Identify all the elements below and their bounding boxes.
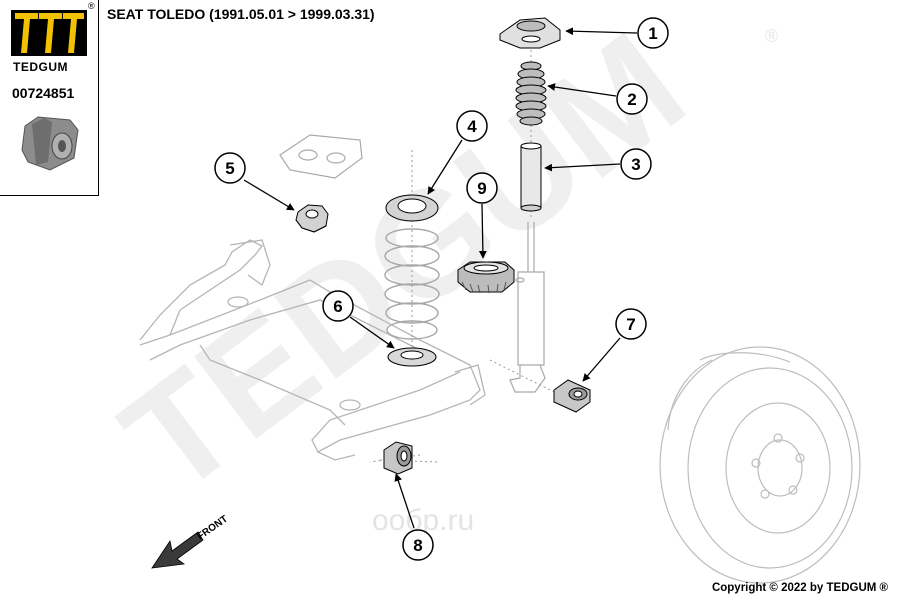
part-shock-bushing <box>553 379 591 413</box>
axle-beam <box>139 239 486 461</box>
wheel <box>659 346 861 584</box>
callout-7: 7 <box>615 308 647 340</box>
leader-lines <box>243 27 638 529</box>
part-strut-bearing <box>457 261 515 294</box>
callouts: 1 2 3 4 5 6 7 8 <box>214 17 669 561</box>
leader-1 <box>565 27 638 36</box>
leader-9 <box>478 203 487 259</box>
part-lower-spring-seat <box>387 347 437 367</box>
callout-3: 3 <box>620 148 652 180</box>
part-hex-nut <box>295 204 329 233</box>
callout-9-number: 9 <box>477 179 486 198</box>
callout-6-number: 6 <box>333 297 342 316</box>
copyright-notice: Copyright © 2022 by TEDGUM ® <box>711 582 888 594</box>
callout-3-number: 3 <box>631 155 640 174</box>
part-number: 00724851 <box>12 85 75 101</box>
callout-5-number: 5 <box>225 159 234 178</box>
product-thumbnail-icon <box>21 116 79 171</box>
callout-2-number: 2 <box>627 90 636 109</box>
callout-4-number: 4 <box>467 117 477 136</box>
callout-8: 8 <box>402 529 434 561</box>
callout-7-number: 7 <box>626 315 635 334</box>
watermark: TEDGUM ® ообр.ru <box>93 0 778 537</box>
callout-2: 2 <box>616 83 648 115</box>
tedgum-logo-icon <box>11 10 87 171</box>
bracket-plate <box>279 134 363 179</box>
callout-6: 6 <box>322 290 354 322</box>
part-top-mount <box>499 17 561 49</box>
part-dust-tube <box>520 142 542 212</box>
callout-8-number: 8 <box>413 536 422 555</box>
coil-spring <box>384 228 440 340</box>
brand-logo-box: ® TEDGUM 00724851 <box>0 0 99 196</box>
leader-3 <box>544 163 621 172</box>
callout-4: 4 <box>456 110 488 142</box>
leader-5 <box>243 179 295 211</box>
watermark-registered-mark: ® <box>765 26 778 46</box>
part-bump-stop <box>515 61 547 126</box>
registered-mark: ® <box>88 1 95 11</box>
callout-5: 5 <box>214 152 246 184</box>
part-upper-spring-seat <box>385 194 439 222</box>
leader-2 <box>547 83 617 97</box>
part-axle-bushing <box>383 441 413 475</box>
leader-7 <box>582 337 621 382</box>
leader-4 <box>427 139 463 195</box>
shock-absorber <box>509 222 546 393</box>
leader-6 <box>349 316 395 349</box>
vehicle-title: SEAT TOLEDO (1991.05.01 > 1999.03.31) <box>107 6 375 22</box>
callout-1: 1 <box>637 17 669 49</box>
callout-1-number: 1 <box>648 24 657 43</box>
leader-8 <box>394 473 415 529</box>
brand-name: TEDGUM <box>13 60 68 74</box>
callout-9: 9 <box>466 172 498 204</box>
